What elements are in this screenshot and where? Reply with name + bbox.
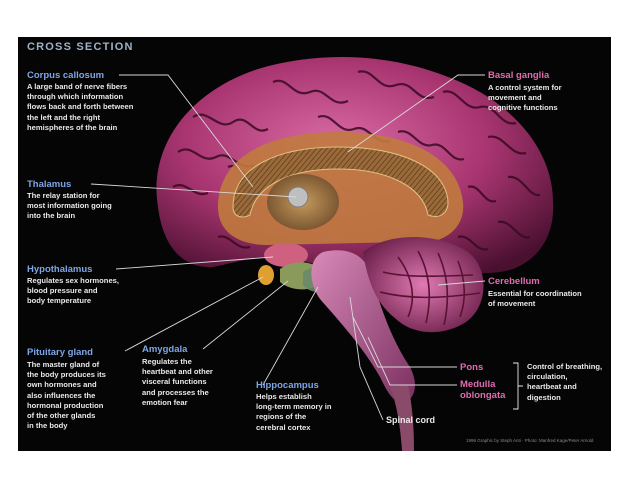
medulla-oblongata-label: Medulla oblongata — [460, 379, 505, 401]
pituitary-shape — [258, 265, 274, 285]
brainstem-function-description: Control of breathing, circulation, heart… — [527, 362, 602, 403]
basal-ganglia-description: A control system for movement and cognit… — [488, 83, 562, 114]
hippocampus-description: Helps establish long-term memory in regi… — [256, 392, 332, 433]
basal-ganglia-label: Basal ganglia — [488, 70, 549, 81]
brainstem-bracket — [513, 363, 523, 409]
spinal-cord-label: Spinal cord — [386, 415, 435, 425]
hippocampus-label: Hippocampus — [256, 380, 319, 391]
amygdala-description: Regulates the heartbeat and other viscer… — [142, 357, 213, 408]
amygdala-label: Amygdala — [142, 344, 187, 355]
thalamus-label: Thalamus — [27, 179, 71, 190]
hypothalamus-description: Regulates sex hormones, blood pressure a… — [27, 276, 119, 307]
photo-credit: 1996 Graphic by Steph Anti · Photo: Manf… — [466, 438, 593, 443]
pons-label: Pons — [460, 362, 483, 373]
cerebellum-description: Essential for coordination of movement — [488, 289, 582, 309]
pituitary-gland-description: The master gland of the body produces it… — [27, 360, 106, 431]
page-title: CROSS SECTION — [27, 41, 134, 53]
cerebellum-label: Cerebellum — [488, 276, 540, 287]
pituitary-gland-label: Pituitary gland — [27, 347, 93, 358]
corpus-callosum-description: A large band of nerve fibers through whi… — [27, 82, 133, 133]
thalamus-description: The relay station for most information g… — [27, 191, 112, 222]
cross-section-panel: CROSS SECTION Corpus callosum A large ba… — [18, 37, 611, 451]
corpus-callosum-label: Corpus callosum — [27, 70, 104, 81]
hypothalamus-label: Hypothalamus — [27, 264, 92, 275]
